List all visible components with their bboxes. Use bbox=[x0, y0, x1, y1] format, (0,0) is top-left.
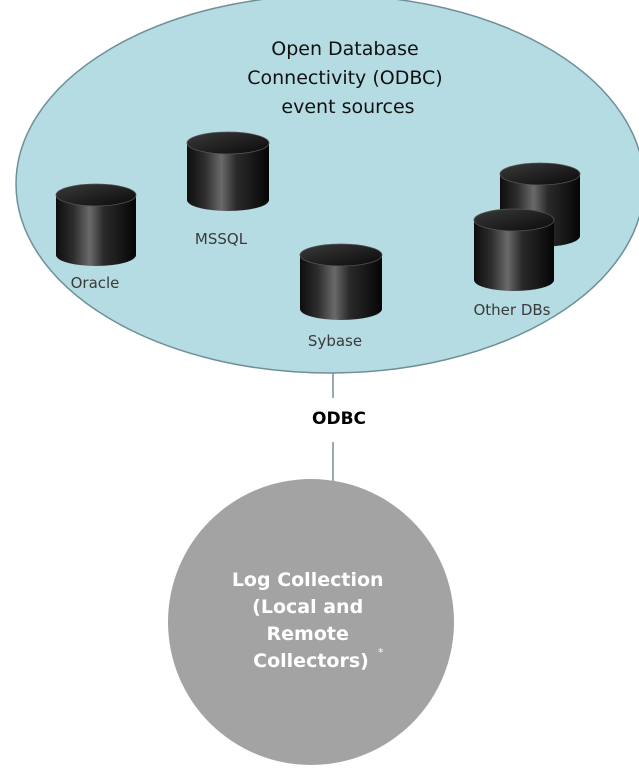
collector-footnote-asterisk: * bbox=[378, 646, 384, 659]
db-label-oracle: Oracle bbox=[71, 274, 120, 292]
log-collection-label: Log Collection (Local and Remote Collect… bbox=[232, 569, 390, 672]
database-stack-icon bbox=[473, 162, 581, 291]
db-label-mssql: MSSQL bbox=[195, 230, 248, 248]
db-label-sybase: Sybase bbox=[308, 332, 362, 350]
database-cylinder-icon bbox=[186, 131, 270, 211]
database-cylinder-icon bbox=[299, 243, 383, 320]
title-line-1: Open Database bbox=[271, 38, 418, 60]
collector-line-3: Remote bbox=[267, 623, 349, 645]
collector-line-1: Log Collection bbox=[232, 569, 384, 591]
database-cylinder-icon bbox=[55, 183, 137, 266]
db-label-other: Other DBs bbox=[473, 301, 550, 319]
title-line-3: event sources bbox=[281, 96, 414, 118]
connector-label-odbc: ODBC bbox=[312, 409, 366, 429]
log-collection-circle bbox=[168, 479, 454, 765]
title-line-2: Connectivity (ODBC) bbox=[247, 67, 442, 89]
collector-line-2: (Local and bbox=[252, 596, 363, 618]
collector-line-4: Collectors) bbox=[253, 650, 369, 672]
event-sources-title: Open Database Connectivity (ODBC) event … bbox=[247, 38, 449, 118]
